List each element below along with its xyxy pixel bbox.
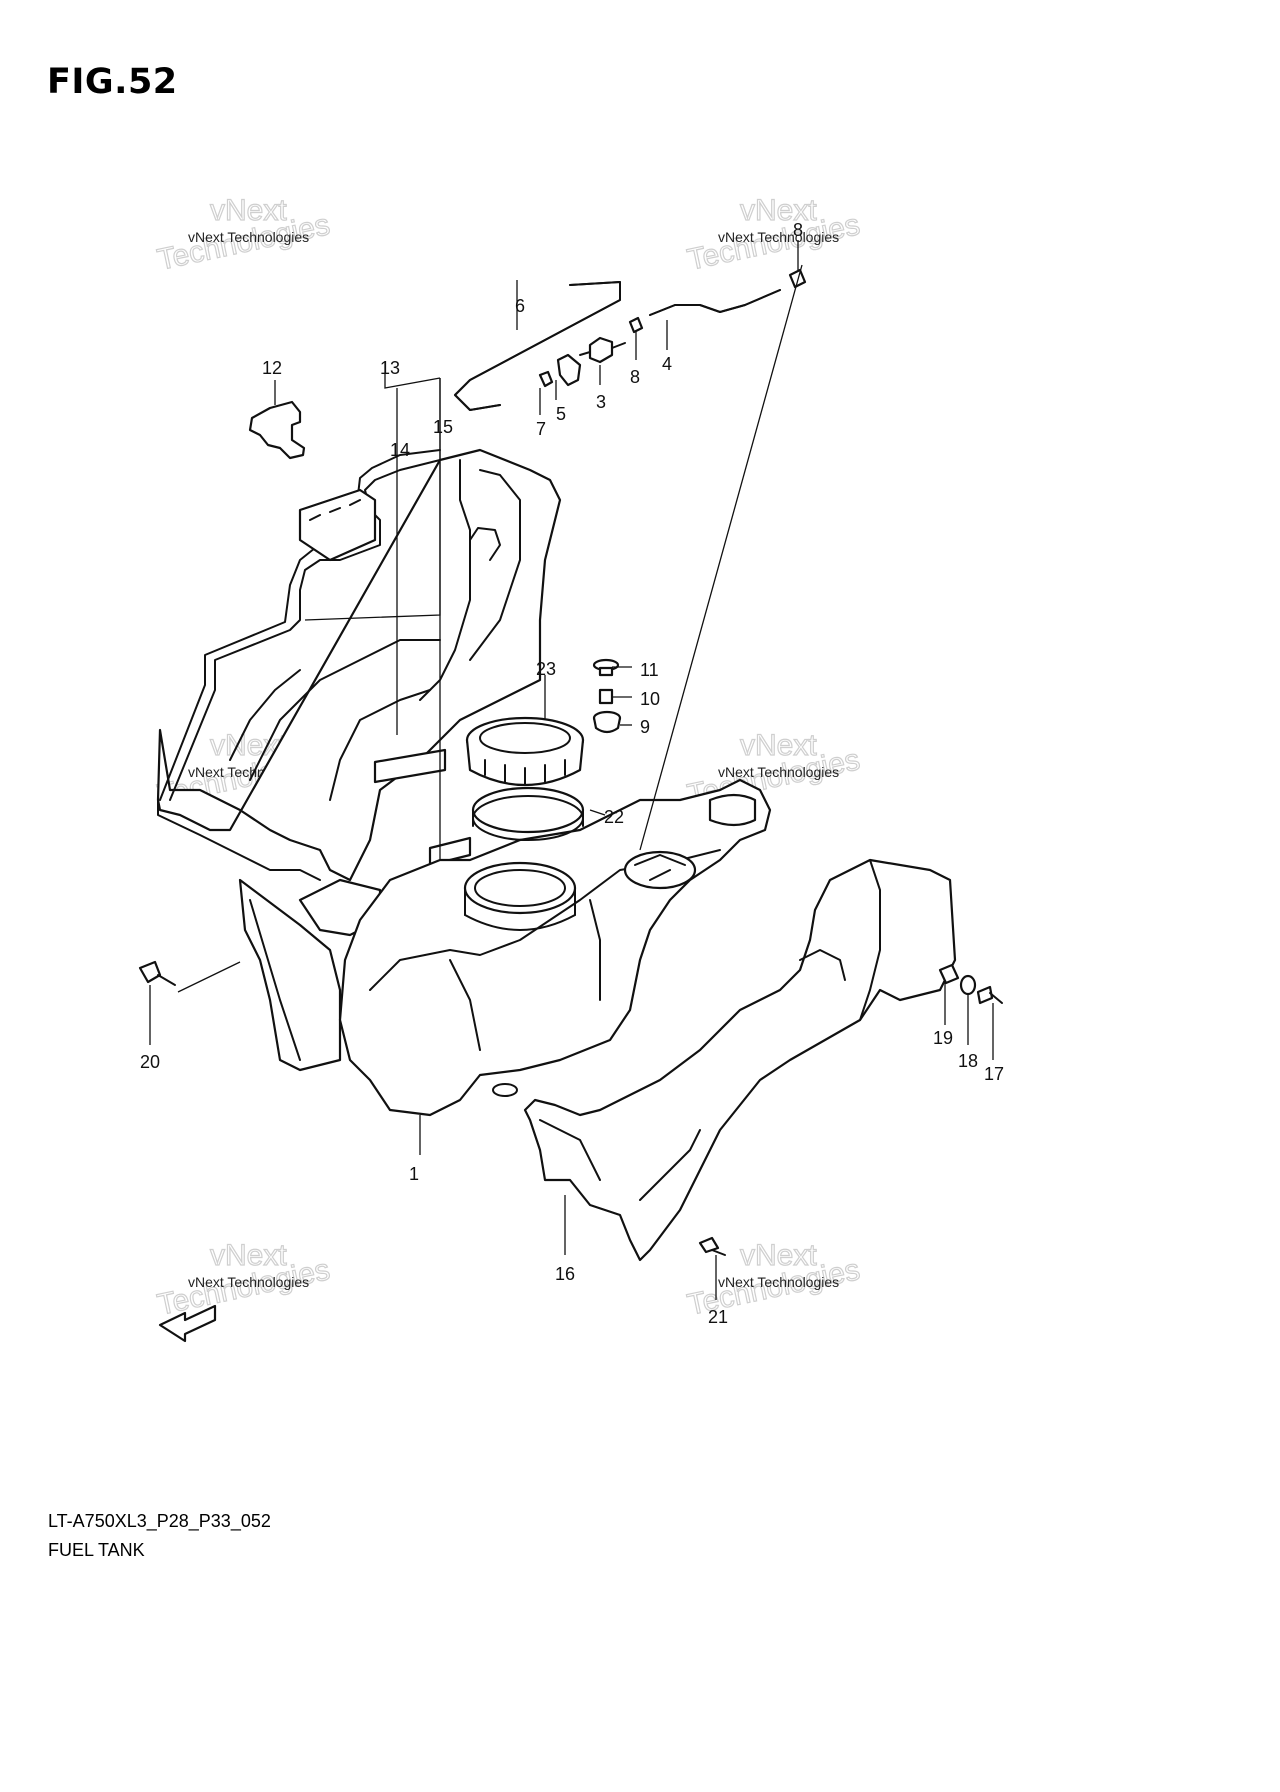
- rear-tray-part: [156, 448, 562, 1072]
- watermark-top: vNext: [740, 729, 817, 762]
- watermark: vNext Technologies vNext Technologies: [684, 193, 863, 277]
- watermark-top: vNext: [740, 194, 817, 227]
- breather-hose-6: [454, 281, 621, 411]
- watermark-top: vNext: [210, 194, 287, 227]
- callout-15: 15: [433, 417, 453, 437]
- bracket-12: [248, 400, 306, 460]
- watermark-top: vNext: [740, 1239, 817, 1272]
- front-arrow-icon: [158, 1304, 217, 1343]
- filler-ring-part: [471, 786, 585, 841]
- callout-14: 14: [390, 440, 410, 460]
- callout-23: 23: [536, 659, 556, 679]
- callout-20: 20: [140, 1052, 160, 1072]
- callout-19: 19: [933, 1028, 953, 1048]
- clamp-8a: [628, 316, 644, 334]
- callout-1: 1: [409, 1164, 419, 1184]
- callout-22: 22: [604, 807, 624, 827]
- washer-18: [959, 974, 977, 996]
- valve-3: [579, 336, 626, 364]
- watermark: vNext Technologies vNext Technologies: [154, 193, 333, 277]
- diagram-description: FUEL TANK: [48, 1540, 145, 1560]
- fuel-tank-part: [338, 778, 772, 1117]
- callout-17: 17: [984, 1064, 1004, 1084]
- collar-19: [938, 963, 960, 985]
- callout-8: 8: [630, 367, 640, 387]
- clamp-5: [556, 353, 582, 387]
- callout-10: 10: [640, 689, 660, 709]
- callout-18: 18: [958, 1051, 978, 1071]
- side-cover-part: [523, 858, 957, 1262]
- watermark: vNext Technologies vNext Technologies: [154, 1238, 333, 1322]
- fuel-cap-part: [465, 716, 585, 786]
- watermark-small: vNext Technologies: [718, 764, 839, 780]
- figure-title: FIG.52: [47, 62, 178, 102]
- callout-3: 3: [596, 392, 606, 412]
- hose-4: [649, 289, 781, 316]
- clamp-7: [538, 370, 554, 388]
- callout-6: 6: [515, 296, 525, 316]
- callout-13: 13: [380, 358, 400, 378]
- callout-7: 7: [536, 419, 546, 439]
- watermark-small: vNext Technologies: [718, 1274, 839, 1290]
- watermark-small: vNext Technologies: [188, 1274, 309, 1290]
- callout-labels: 1 3 4 5 6 7 8 8 9 10 11 12 13 14 15 16 1…: [140, 220, 1004, 1327]
- callout-16: 16: [555, 1264, 575, 1284]
- grommet-9: [592, 710, 622, 734]
- diagram-code: LT-A750XL3_P28_P33_052: [48, 1511, 271, 1531]
- collar-10: [598, 688, 614, 705]
- callout-4: 4: [662, 354, 672, 374]
- clamp-8b: [788, 268, 807, 289]
- clip-21: [698, 1236, 726, 1256]
- callout-12: 12: [262, 358, 282, 378]
- callout-11: 11: [640, 660, 659, 680]
- watermark-small: vNext Technologies: [718, 229, 839, 245]
- callout-8-top: 8: [793, 220, 803, 240]
- bolt-17: [976, 985, 1003, 1005]
- callout-5: 5: [556, 404, 566, 424]
- callout-9: 9: [640, 717, 650, 737]
- watermark-small: vNext Technologies: [188, 229, 309, 245]
- watermark-top: vNext: [210, 1239, 287, 1272]
- bolt-20: [138, 960, 176, 986]
- callout-21: 21: [708, 1307, 728, 1327]
- leader-lines: [149, 240, 994, 1300]
